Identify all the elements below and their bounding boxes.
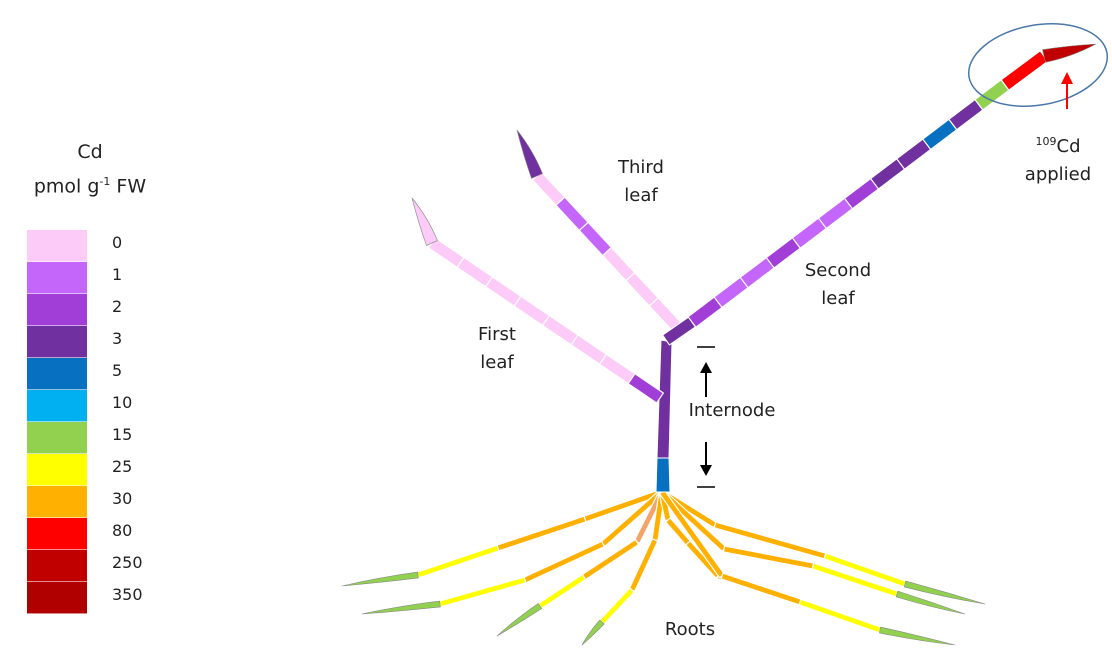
- first-leaf-segment-2: [599, 353, 636, 385]
- third-leaf-segment-7: [516, 129, 543, 179]
- legend-title: Cd pmol g-1 FW: [0, 138, 180, 201]
- root-3-segment-3: [537, 573, 587, 610]
- third-leaf-segment-3: [602, 246, 636, 282]
- third-leaf-label-line1: Third: [618, 157, 664, 178]
- legend-title-line1: Cd: [77, 141, 103, 163]
- root-7-segment-4: [895, 590, 966, 615]
- roots: [341, 488, 986, 646]
- legend-value-30: 30: [112, 489, 133, 508]
- first-leaf-label-line2: leaf: [480, 352, 514, 373]
- red-arrow-head: [1061, 72, 1073, 84]
- third-leaf-segment-6: [532, 171, 566, 206]
- root-2-segment-4: [361, 600, 441, 615]
- root-3-segment-4: [496, 603, 543, 637]
- legend-value-25: 25: [112, 457, 133, 476]
- root-8-segment-4: [879, 626, 956, 646]
- third-leaf-label-line2: leaf: [624, 185, 658, 206]
- legend-swatch-25: [27, 454, 87, 486]
- root-4-segment-2: [628, 538, 659, 592]
- legend-value-0: 0: [112, 233, 123, 252]
- isotope-mass-number: 109: [1035, 135, 1057, 148]
- cd-applied-label-line1: 109Cd: [1006, 128, 1110, 161]
- root-1-segment-3: [416, 544, 500, 579]
- legend-title-line2: pmol g-1 FW: [0, 167, 180, 201]
- second-leaf-label-line1: Second: [804, 260, 872, 281]
- root-1-segment-2: [496, 515, 587, 552]
- root-8-segment-3: [798, 598, 882, 634]
- legend-swatch-1: [27, 262, 87, 294]
- legend-swatch-80: [27, 518, 87, 550]
- legend-swatch-30: [27, 486, 87, 518]
- stem-base-segment: [655, 457, 671, 493]
- first-leaf-segment-1: [627, 373, 664, 404]
- roots-label: Roots: [664, 619, 716, 640]
- root-6-segment-4: [903, 580, 986, 605]
- internode-label: Internode: [688, 400, 776, 421]
- root-4-segment-4: [581, 619, 605, 646]
- legend-swatch-10: [27, 390, 87, 422]
- legend-swatch-2: [27, 294, 87, 326]
- third-leaf-segment-2: [625, 271, 659, 307]
- second-leaf-label-line2: leaf: [821, 288, 855, 309]
- annotations: [697, 23, 1109, 488]
- legend-unit-prefix: pmol g: [33, 175, 100, 198]
- legend-unit-suffix: FW: [110, 175, 147, 198]
- first-leaf-segment-7: [456, 256, 493, 288]
- third-leaf-label: Third leaf: [596, 154, 686, 210]
- isotope-symbol: Cd: [1056, 136, 1081, 157]
- first-leaf-segment-3: [570, 334, 607, 365]
- legend-swatch-5: [27, 358, 87, 390]
- legend-value-15: 15: [112, 425, 133, 444]
- application-site-circle: [967, 23, 1109, 107]
- root-3-segment-2: [581, 538, 640, 581]
- legend-color-scale: [27, 230, 87, 614]
- legend-swatch-3: [27, 326, 87, 358]
- legend-swatch-15: [27, 422, 87, 454]
- internode-down-arrow-head: [700, 465, 712, 476]
- second-leaf-segment-13: [1000, 50, 1049, 91]
- first-leaf-segment-6: [485, 276, 522, 307]
- legend-values: 0 1 2 3 5 10 15 25 30 80 250 350: [112, 230, 143, 614]
- root-1-segment-4: [341, 571, 419, 587]
- first-leaf-label: First leaf: [454, 321, 540, 377]
- second-leaf-label: Second leaf: [788, 257, 888, 313]
- legend-swatch-350: [27, 582, 87, 614]
- legend-value-250: 250: [112, 553, 143, 572]
- legend-value-10: 10: [112, 393, 133, 412]
- root-4-segment-3: [599, 587, 635, 625]
- root-8-segment-2: [720, 572, 802, 606]
- internode-up-arrow-head: [700, 362, 712, 373]
- cd-applied-label-line2: applied: [1024, 164, 1092, 185]
- legend-value-350: 350: [112, 585, 143, 604]
- first-leaf-segment-9: [411, 197, 438, 246]
- root-2-segment-2: [523, 540, 605, 584]
- legend-swatch-250: [27, 550, 87, 582]
- legend-value-2: 2: [112, 297, 123, 316]
- first-leaf-label-line1: First: [478, 324, 516, 345]
- legend-value-3: 3: [112, 329, 123, 348]
- stem-and-leaves: [411, 43, 1097, 493]
- first-leaf-segment-4: [542, 314, 579, 346]
- legend-value-1: 1: [112, 265, 123, 284]
- root-8-segment-1: [658, 489, 726, 579]
- third-leaf-segment-5: [555, 196, 589, 232]
- legend-unit-exponent: -1: [99, 175, 111, 188]
- legend-swatch-0: [27, 230, 87, 262]
- legend-value-5: 5: [112, 361, 123, 380]
- third-leaf-segment-4: [578, 221, 612, 257]
- cd-applied-label: 109Cd applied: [1006, 128, 1110, 189]
- first-leaf-segment-8: [428, 237, 465, 268]
- legend-value-80: 80: [112, 521, 133, 540]
- root-2-segment-3: [438, 576, 527, 608]
- second-leaf-segment-14: [1042, 43, 1097, 63]
